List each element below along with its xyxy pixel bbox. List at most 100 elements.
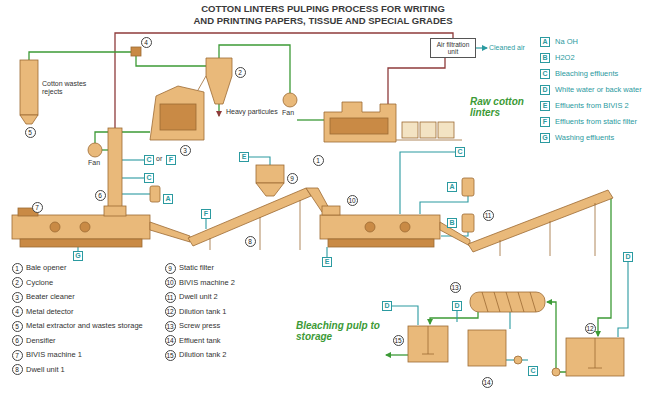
machine-body [88,143,102,157]
item-name: BIVIS machine 1 [26,350,82,360]
machine-body [470,292,545,312]
machine-body [500,203,595,256]
machine-body [468,330,506,366]
stream-tag: D [540,85,550,95]
callout-number: 2 [235,67,246,78]
item-name: Static filter [179,263,214,273]
equipment-box: Air filtration unit [430,38,476,58]
machine-body [160,104,196,130]
machine-body [422,326,434,354]
annotation: or [156,155,162,163]
stream-tag: B [540,53,550,63]
stream-tag: C [144,173,154,183]
machine-body [420,122,436,138]
diagram-title: COTTON LINTERS PULPING PROCESS FOR WRITI… [113,3,533,27]
cleaned-air-arrow [476,47,487,48]
callout-number: 2 [12,277,23,288]
stream-tag: A [540,37,550,47]
callout-number: 7 [12,350,23,361]
machine-body [402,122,418,138]
item-name: Densifier [26,336,56,346]
item-name: Effluent tank [179,336,221,346]
stream-tag: F [540,117,550,127]
transport-pipe [386,354,408,355]
item-name: Dwell unit 1 [26,365,65,375]
machine-body [320,215,440,239]
legend-text: Effluents from static filter [555,117,646,126]
machine-body [150,222,190,242]
machine-body [322,206,340,215]
callout-number: 10 [165,277,176,288]
machine-body [468,190,613,252]
machine-body [283,93,297,107]
liquid-pipe [122,193,150,194]
callout-number: 5 [12,321,23,332]
machine-body [20,60,38,115]
item-name: BIVIS machine 2 [179,278,235,288]
callout-number: 15 [165,350,176,361]
callout-number: 1 [313,155,324,166]
callout-number: 9 [165,263,176,274]
machine-body [552,368,560,376]
machine-body [566,338,624,376]
liquid-pipe [618,262,628,337]
callout-number: 3 [12,292,23,303]
cleaned-air-arrow [476,47,487,48]
annotation: Fan [88,159,100,167]
machine-body [588,338,602,368]
machine-body [328,239,434,247]
machine-body [206,58,232,104]
item-name: Screw press [179,321,220,331]
machine-body [365,222,375,232]
callout-number: 12 [165,306,176,317]
stream-tag: E [322,257,332,267]
machine-body [80,222,90,232]
box-label: Air filtration unit [431,41,475,56]
machine-body [330,118,388,134]
machine-body [20,239,142,247]
machine-body [462,214,474,232]
stream-tag: D [452,301,462,311]
machine-body [150,86,204,140]
machine-body [131,47,141,56]
machine-body [198,76,206,90]
machine-body [20,115,38,124]
machine-body [256,183,284,196]
item-name: Beater cleaner [26,292,75,302]
stream-tag: B [447,218,457,228]
stream-tag: E [540,101,550,111]
machine-body [150,186,160,202]
machine-body [12,47,624,376]
liquid-pipe [392,306,418,325]
air-duct [388,58,445,104]
callout-number: 8 [245,236,256,247]
item-name: Dwell unit 2 [179,292,218,302]
annotation: Fan [282,109,294,117]
callout-number: 6 [95,190,106,201]
callout-number: 1 [12,263,23,274]
machine-body [400,222,410,232]
callout-number: 9 [287,173,298,184]
flow-note: Raw cotton linters [470,96,540,118]
transport-pipe [297,119,324,120]
callout-number: 4 [141,37,152,48]
machine-body [256,165,284,183]
transport-pipe [102,149,108,150]
liquid-pipe [509,312,510,329]
callout-number: 14 [165,335,176,346]
flow-note: Bleaching pulp to storage [296,320,384,342]
transport-pipe [547,302,566,372]
stream-tag: D [382,301,392,311]
item-name: Metal detector [26,307,74,317]
callout-number: 12 [585,323,596,334]
annotation: Cotton wastes rejects [42,80,102,96]
liquid-pipe [420,196,468,214]
machine-body [396,140,462,141]
machine-body [12,215,150,239]
liquid-pipe [78,152,628,360]
transport-pipe [430,312,478,324]
annotation: Cleaned air [489,44,525,52]
stream-tag: C [455,147,465,157]
transport-pipe [29,52,131,60]
